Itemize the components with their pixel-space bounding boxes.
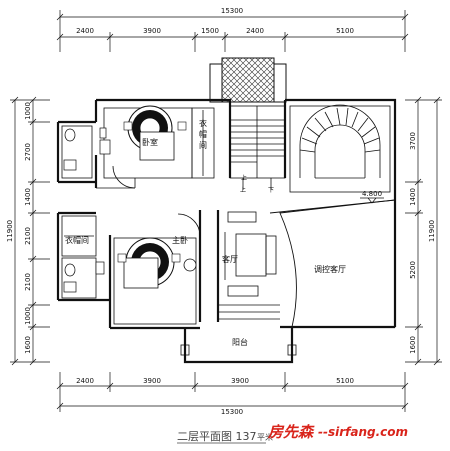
room-label-closet-top-3: 间 xyxy=(199,141,207,150)
right-dim-4: 1600 xyxy=(409,336,417,354)
right-dim-2: 1400 xyxy=(409,188,417,206)
room-label-master-bedroom: 主卧 xyxy=(172,235,188,245)
top-dimensions xyxy=(56,10,409,52)
walls xyxy=(56,98,397,364)
room-label-balcony: 阳台 xyxy=(232,337,248,347)
top-dim-5: 5100 xyxy=(336,27,354,35)
top-dim-1: 2400 xyxy=(76,27,94,35)
bathroom-fixtures xyxy=(63,127,111,293)
stair-mark-up-2: 上 xyxy=(240,186,246,194)
left-dim-3: 1400 xyxy=(24,188,32,206)
bottom-dim-2: 3900 xyxy=(143,377,161,385)
room-label-living-room: 客厅 xyxy=(222,254,238,264)
void-panel xyxy=(269,199,396,328)
top-dim-2: 3900 xyxy=(143,27,161,35)
bottom-dimensions xyxy=(56,372,409,412)
plan-caption-unit: 平米 xyxy=(257,432,273,442)
left-total-dim: 11900 xyxy=(6,220,14,242)
level-marker: 4.800 xyxy=(360,190,384,204)
room-label-void-living: 调控客厅 xyxy=(314,264,346,274)
right-dimensions xyxy=(405,96,442,366)
left-dim-5: 2100 xyxy=(24,273,32,291)
bed-master xyxy=(117,237,197,289)
roof-tiles xyxy=(209,57,287,103)
stair-mark-up-1: 上 xyxy=(241,174,247,182)
right-dim-3: 5200 xyxy=(409,261,417,279)
room-label-closet-top-2: 帽 xyxy=(199,129,207,139)
left-dim-7: 1600 xyxy=(24,336,32,354)
level-value: 4.800 xyxy=(362,190,382,198)
left-dim-2: 2700 xyxy=(24,143,32,161)
right-dim-1: 3700 xyxy=(409,132,417,150)
interior-lines xyxy=(61,105,297,356)
watermark-brand: 房先森 xyxy=(267,423,315,441)
bed-top xyxy=(123,105,187,161)
room-label-bedroom: 卧室 xyxy=(142,137,158,147)
bottom-total-dim: 15300 xyxy=(221,408,243,416)
left-dim-1: 1000 xyxy=(24,102,32,120)
bottom-dim-4: 5100 xyxy=(336,377,354,385)
room-label-closet-left: 衣帽间 xyxy=(65,235,89,245)
room-label-closet-top-1: 衣 xyxy=(199,118,207,128)
left-dim-6: 1000 xyxy=(24,307,32,325)
plan-caption: 二层平面图 137 xyxy=(177,430,257,443)
watermark-url: --sirfang.com xyxy=(318,425,408,439)
top-dim-4: 2400 xyxy=(246,27,264,35)
right-total-dim: 11900 xyxy=(428,220,436,242)
top-dim-3: 1500 xyxy=(201,27,219,35)
left-dimensions xyxy=(10,96,50,366)
spiral-staircase xyxy=(289,104,391,193)
bottom-dim-3: 3900 xyxy=(231,377,249,385)
left-dim-4: 2100 xyxy=(24,227,32,245)
bottom-dim-1: 2400 xyxy=(76,377,94,385)
stair-mark-down: 下 xyxy=(268,187,274,194)
top-total-dim: 15300 xyxy=(221,7,243,15)
